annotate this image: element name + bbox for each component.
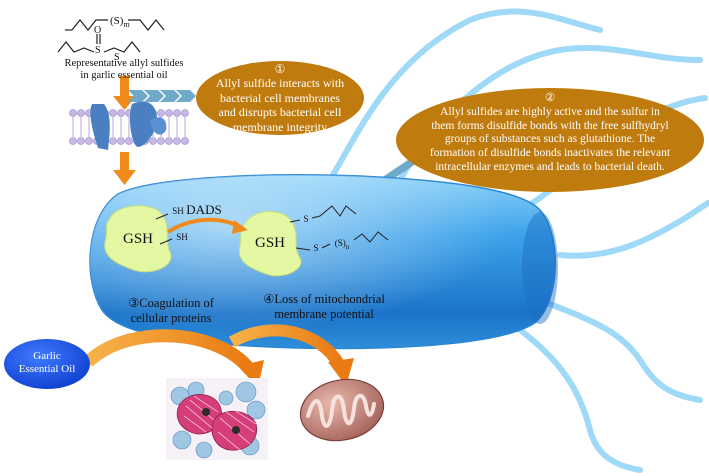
label-coagulation: ③Coagulation of cellular proteins xyxy=(106,296,236,326)
label-mitochondrial: ④Loss of mitochondrial membrane potentia… xyxy=(244,292,404,322)
callout-1-text: ① Allyl sulfide interacts with bacterial… xyxy=(206,62,354,134)
sulfoxide-sulfur: S xyxy=(95,45,101,56)
sulfoxide-sulfur-2: S xyxy=(114,52,120,63)
callout-2-text: ② Allyl sulfides are highly active and t… xyxy=(408,92,692,175)
callout-1-line: and disrupts bacterial cell xyxy=(218,105,342,120)
label-coagulation-line: ③Coagulation of xyxy=(128,296,214,310)
mitochondrion-image xyxy=(299,378,385,442)
callout-1-line: membrane integrity xyxy=(232,119,328,134)
garlic-oil-line: Garlic xyxy=(33,350,61,362)
dads-arrow xyxy=(166,217,239,234)
membrane-protein xyxy=(90,104,110,150)
polysulfide-label: (S)m xyxy=(110,15,130,29)
protein-aggregate-image xyxy=(166,378,268,460)
callout-1-bubble xyxy=(196,61,364,135)
callout-2-bubble xyxy=(396,88,704,192)
sulfoxide-molecule xyxy=(57,34,141,53)
garlic-oil-bubble xyxy=(4,339,90,389)
callout-2-line: intracellular enzymes and leads to bacte… xyxy=(435,160,665,173)
callout-1-line: Allyl sulfide interacts with xyxy=(215,76,345,91)
disulfide-chains xyxy=(289,205,389,251)
callout-2-number: ② xyxy=(544,92,556,104)
callout-2-line: Allyl sulfides are highly active and the… xyxy=(440,105,660,118)
sh-label-2: SH xyxy=(176,232,188,242)
callout-2-line: them forms disulfide bonds with the free… xyxy=(431,119,669,132)
garlic-oil-line: Essential Oil xyxy=(18,363,76,376)
cell-membrane xyxy=(69,101,189,150)
s-atom-2: S xyxy=(313,243,319,253)
garlic-oil-label: Garlic Essential Oil xyxy=(4,350,90,376)
arrow-to-protein xyxy=(83,329,256,375)
sh-bond-1 xyxy=(155,213,169,220)
chevron-arrow-1 xyxy=(128,90,196,102)
callout-2-line: groups of substances such as glutathione… xyxy=(444,133,656,146)
polysulfide-molecule xyxy=(65,19,165,31)
caption-line-2: in garlic essential oil xyxy=(80,70,168,81)
sulfoxide-oxygen: O xyxy=(94,25,101,36)
callout-1-number: ① xyxy=(274,62,286,76)
caption-line-1: Representative allyl sulfides xyxy=(64,58,184,69)
callout-2-line: formation of disulfide bonds inactivates… xyxy=(429,147,671,160)
gsh-blob-right xyxy=(238,211,302,277)
arrow-to-cell xyxy=(113,152,136,185)
gsh-right-label: GSH xyxy=(254,235,285,251)
sh-label-1: SH xyxy=(172,206,184,216)
label-coagulation-line: cellular proteins xyxy=(130,311,212,325)
sn-label: (S)n xyxy=(334,238,350,251)
arrow-to-membrane xyxy=(113,76,136,110)
label-mitochondrial-line: membrane potential xyxy=(274,307,374,321)
dads-label: DADS xyxy=(186,202,222,217)
membrane-protein xyxy=(129,101,157,147)
s-atom-1: S xyxy=(303,214,309,224)
gsh-left-label: GSH xyxy=(122,231,153,247)
arrow-to-mitochondrion xyxy=(228,324,346,370)
label-mitochondrial-line: ④Loss of mitochondrial xyxy=(263,292,385,306)
sh-bond-2 xyxy=(159,238,173,245)
callout-1-line: bacterial cell membranes xyxy=(220,90,340,105)
gsh-blob-left xyxy=(104,205,172,273)
